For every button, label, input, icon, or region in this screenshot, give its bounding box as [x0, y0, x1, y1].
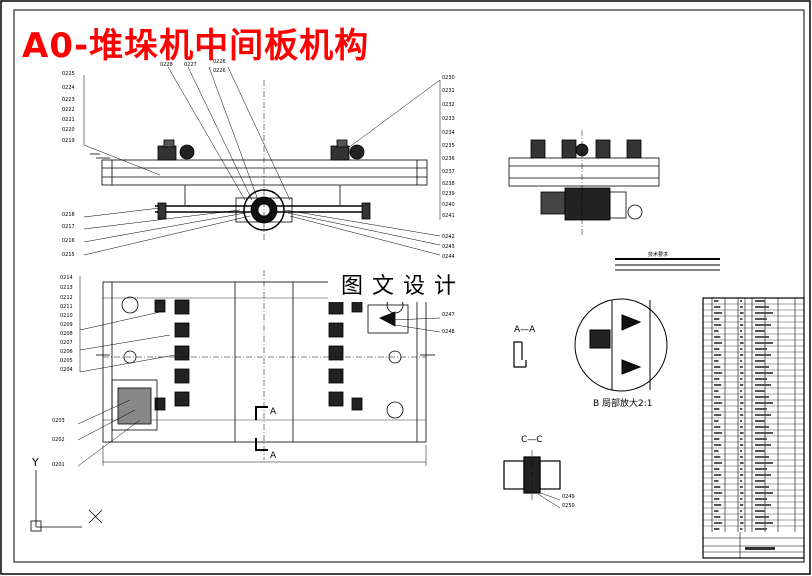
- leaders-bottom-left: [77, 276, 441, 467]
- callouts-top-right: 0230 0231 0232 0233 0234 0235 0236 0237 …: [442, 75, 455, 260]
- callout: 0231: [442, 88, 455, 94]
- callout: 0217: [62, 224, 75, 230]
- callout: 0238: [442, 181, 455, 187]
- section-cc-view: [503, 450, 561, 509]
- ucs-axis-icon: [30, 470, 103, 532]
- tech-requirements: 技术要求: [615, 251, 720, 271]
- callout: 0233: [442, 116, 455, 122]
- callouts-top-left: 0225 0224 0223 0222 0221 0220 0219 0218 …: [62, 71, 75, 258]
- callout: 0250: [562, 503, 575, 509]
- callout: 0237: [442, 169, 455, 175]
- callout: 0226: [213, 59, 226, 65]
- callout: 0228: [160, 62, 173, 68]
- section-mark-bottom: A: [270, 451, 277, 461]
- callout: 0244: [442, 254, 455, 260]
- drawing-frame: [13, 9, 805, 563]
- section-aa-view: [513, 341, 527, 368]
- callout: 0211: [60, 304, 73, 310]
- callout: 0214: [60, 275, 73, 281]
- leaders-top-left: [83, 66, 441, 256]
- detail-b-view: [574, 298, 668, 392]
- callout: 0239: [442, 191, 455, 197]
- callout: 0207: [60, 340, 73, 346]
- section-aa-label: A—A: [514, 325, 536, 335]
- callout: 0221: [62, 117, 75, 123]
- callout: 0230: [442, 75, 455, 81]
- callout: 0241: [442, 213, 455, 219]
- callout: 0249: [562, 494, 575, 500]
- callouts-bottom-left: 0214 0213 0212 0211 0210 0209 0208 0207 …: [52, 275, 455, 468]
- callout: 0225: [62, 71, 75, 77]
- callout: 0242: [442, 234, 455, 240]
- callout: 0212: [60, 295, 73, 301]
- section-mark-top: A: [270, 407, 277, 417]
- callout-column-lines: [83, 75, 441, 220]
- section-cc-label: C—C: [521, 435, 543, 445]
- detail-b-label: B 局部放大2:1: [593, 397, 653, 409]
- callout: 0234: [442, 130, 455, 136]
- callout: 0248: [442, 329, 455, 335]
- callout: 0210: [60, 313, 73, 319]
- callout: 0235: [442, 143, 455, 149]
- title-block: [702, 297, 805, 559]
- callout: 0240: [442, 202, 455, 208]
- callout: 0203: [52, 418, 65, 424]
- callout: 0227: [184, 62, 197, 68]
- callout: 0213: [60, 285, 73, 291]
- callout: 0205: [60, 358, 73, 364]
- callout: 0202: [52, 437, 65, 443]
- callout: 0224: [62, 85, 75, 91]
- callout: 0243: [442, 244, 455, 250]
- callout: 0209: [60, 322, 73, 328]
- axis-y-label: Y: [31, 456, 39, 469]
- callout: 0208: [60, 331, 73, 337]
- callout: 0222: [62, 107, 75, 113]
- watermark-text: 图文设计: [328, 272, 478, 302]
- callout: 0215: [62, 252, 75, 258]
- plan-view: [96, 270, 435, 466]
- callout: 0220: [62, 127, 75, 133]
- tech-req-title: 技术要求: [648, 251, 668, 258]
- callout: 0206: [60, 349, 73, 355]
- callout: 0219: [62, 138, 75, 144]
- side-view: [508, 130, 660, 235]
- callout: 0226: [213, 68, 226, 74]
- callout: 0204: [60, 367, 73, 373]
- callout: 0216: [62, 238, 75, 244]
- callout: 0218: [62, 212, 75, 218]
- callout: 0201: [52, 462, 65, 468]
- callout: 0247: [442, 312, 455, 318]
- front-view: [90, 80, 428, 240]
- callout: 0223: [62, 97, 75, 103]
- callout: 0236: [442, 156, 455, 162]
- callout: 0232: [442, 102, 455, 108]
- callouts-top-mid: 0228 0227 0226 0226: [160, 59, 226, 74]
- drawing-title: A0-堆垛机中间板机构: [22, 26, 370, 66]
